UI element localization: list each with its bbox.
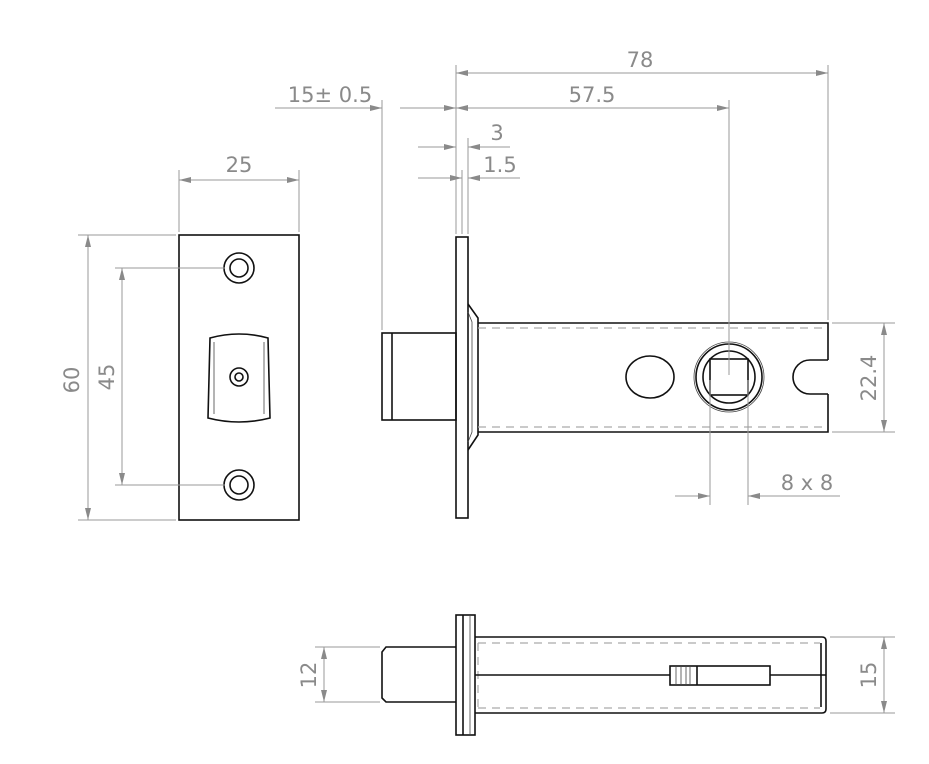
- latch-side-view: 78 57.5 15± 0.5 3 1.5 22.4 8 x 8: [275, 48, 895, 519]
- dim-strike-hole-spacing: 45: [95, 364, 119, 391]
- dim-bolt-projection: 15± 0.5: [288, 83, 372, 107]
- dim-body-height: 22.4: [857, 355, 881, 402]
- dim-body-thickness: 15: [857, 662, 881, 689]
- dim-overall-length: 78: [627, 48, 654, 72]
- dim-backset: 57.5: [569, 83, 616, 107]
- dim-strike-height: 60: [60, 367, 84, 394]
- dim-faceplate-thickness: 3: [490, 121, 503, 145]
- dim-spindle-square: 8 x 8: [781, 471, 834, 495]
- dim-bolt-height: 12: [297, 662, 321, 689]
- dim-strike-width: 25: [226, 153, 253, 177]
- latch-top-view: 12 15: [297, 614, 895, 736]
- strike-plate-view: 25 60 45: [60, 153, 300, 521]
- dim-plate-thickness: 1.5: [483, 153, 516, 177]
